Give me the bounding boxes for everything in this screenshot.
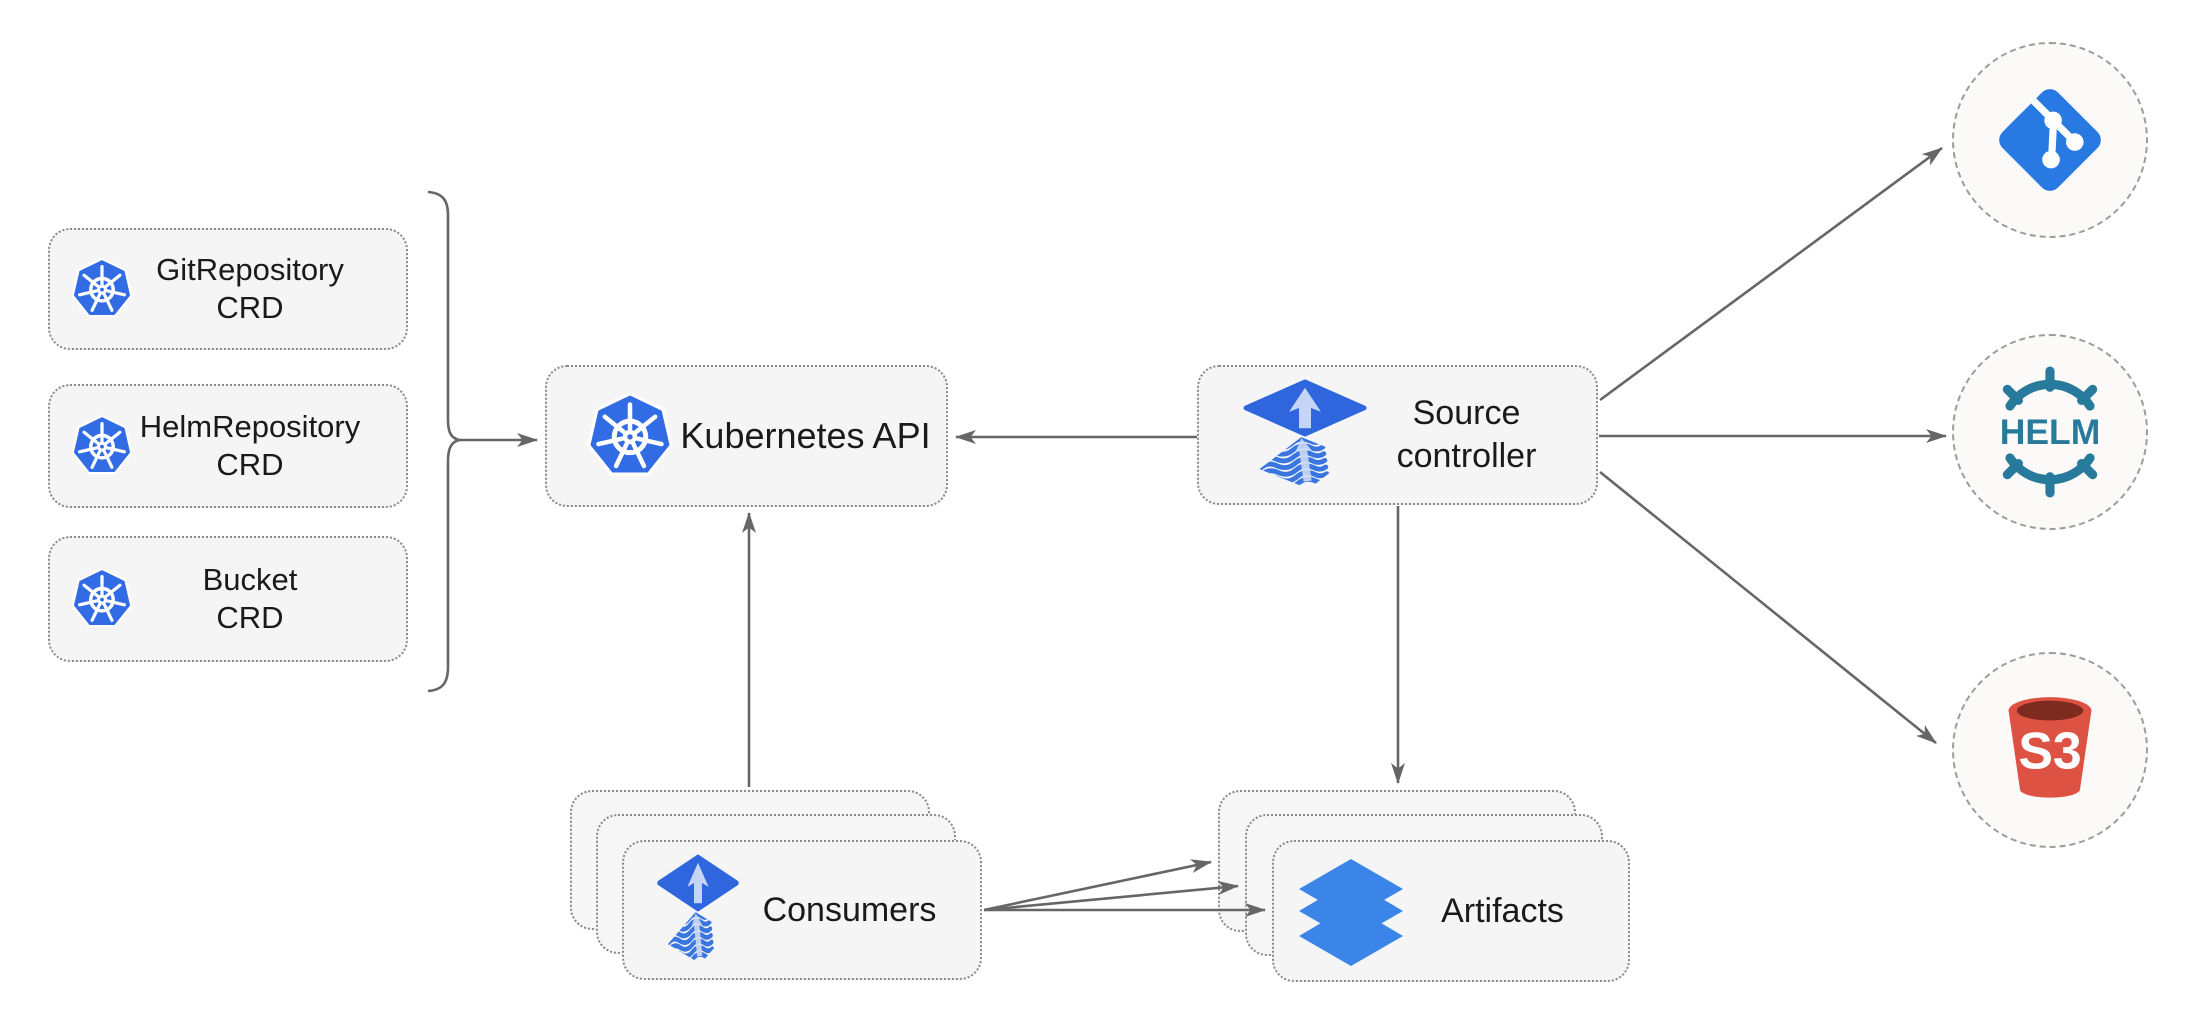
gitrepository-crd-node: GitRepository CRD [48,228,408,350]
git-remote-node [1952,42,2148,238]
artifacts-node: Artifacts [1272,840,1630,982]
edge-consumers-to-artifacts-middle [983,880,1239,912]
edge-consumers-to-artifacts-back [983,859,1212,912]
helmrepository-crd-node: HelmRepository CRD [48,384,408,508]
flux-icon [657,854,739,966]
node-label: GitRepository CRD [134,251,366,327]
node-label: Source controller [1367,392,1566,478]
kubernetes-api-node: Kubernetes API [545,365,948,507]
kubernetes-icon [70,567,134,631]
helm-icon: HELM [2000,366,2101,498]
edge-source-controller-to-git-remote [1599,146,1943,402]
kubernetes-icon [70,257,134,321]
helm-remote-node: HELM [1952,334,2148,530]
node-label-line1: GitRepository [156,252,344,287]
node-label-line2: CRD [216,447,284,482]
consumers-node: Consumers [622,840,982,980]
node-label-line2: controller [1396,437,1537,475]
s3-remote-node: S3 [1952,652,2148,848]
flux-icon [1243,379,1367,491]
node-label-line1: Bucket [202,562,298,597]
node-label-line2: CRD [216,600,284,635]
layers-icon [1299,859,1403,966]
node-label-line2: CRD [216,290,284,325]
kubernetes-icon [70,414,134,478]
kubernetes-icon [585,391,675,481]
node-label: Consumers [762,891,937,929]
node-label: Artifacts [1441,892,1564,930]
node-label-line1: Source [1412,394,1521,432]
s3-label: S3 [2018,722,2081,780]
node-label: Kubernetes API [680,415,931,456]
node-label-line1: HelmRepository [139,409,361,444]
helm-label: HELM [2000,412,2101,452]
bucket-crd-node: Bucket CRD [48,536,408,662]
node-label: HelmRepository CRD [134,408,366,484]
node-label: Bucket CRD [134,561,366,637]
crd-group-bracket [427,190,464,693]
git-icon [1999,89,2101,191]
s3-bucket-icon: S3 [2008,697,2092,798]
source-controller-node: Source controller [1197,365,1598,505]
edge-source-controller-to-s3-remote [1599,470,1937,745]
